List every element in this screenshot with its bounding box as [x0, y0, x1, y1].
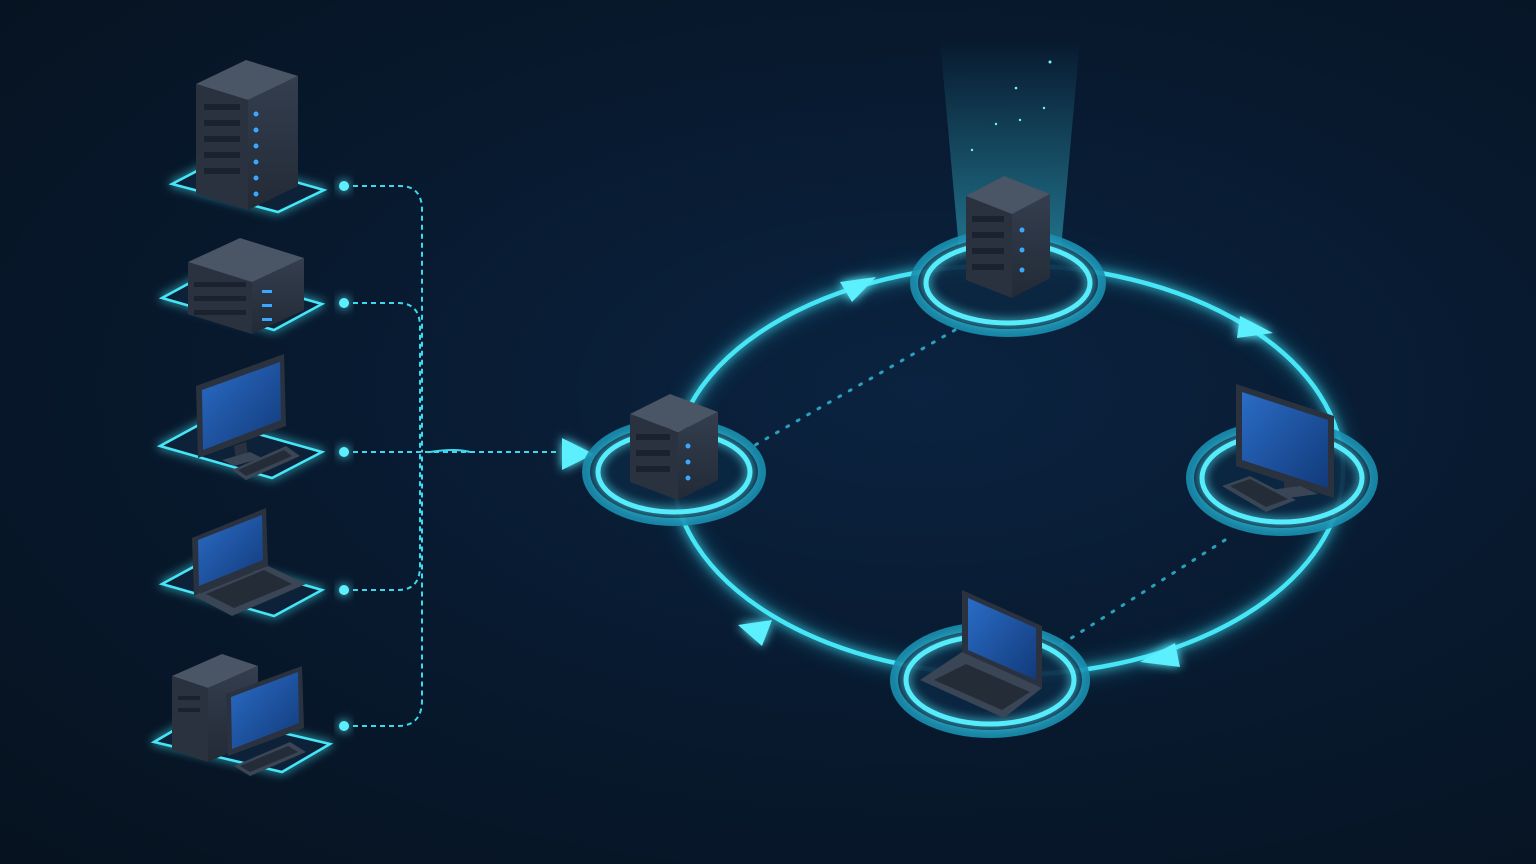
monitor-icon — [196, 354, 300, 480]
laptop-icon — [192, 508, 306, 616]
desktop-tower-icon — [172, 654, 306, 776]
source-connector-dots — [339, 181, 349, 731]
ring-node-top-server — [966, 176, 1050, 298]
source-rack-server — [196, 60, 298, 210]
ring-node-bottom-laptop — [920, 590, 1042, 718]
ring-node-right-monitor — [1222, 384, 1334, 512]
arrow-icon — [1237, 316, 1273, 338]
source-desktop — [172, 654, 306, 776]
laptop-icon — [920, 590, 1042, 718]
source-monitor — [196, 354, 300, 480]
source-blade-server — [188, 238, 304, 334]
bus-arrow-icon — [562, 438, 594, 470]
monitor-icon — [1222, 384, 1334, 512]
arrow-icon — [1140, 643, 1180, 667]
rack-server-icon — [630, 394, 718, 500]
ring-arrows — [738, 277, 1273, 667]
ring-dotted-links — [748, 328, 1227, 646]
arrow-icon — [840, 277, 876, 302]
source-laptop — [192, 508, 306, 616]
arrow-icon — [738, 620, 772, 646]
blade-server-icon — [188, 238, 304, 334]
rack-server-icon — [966, 176, 1050, 298]
source-bus — [344, 185, 556, 727]
rack-server-icon — [196, 60, 298, 210]
ring-node-left-server — [630, 394, 718, 500]
